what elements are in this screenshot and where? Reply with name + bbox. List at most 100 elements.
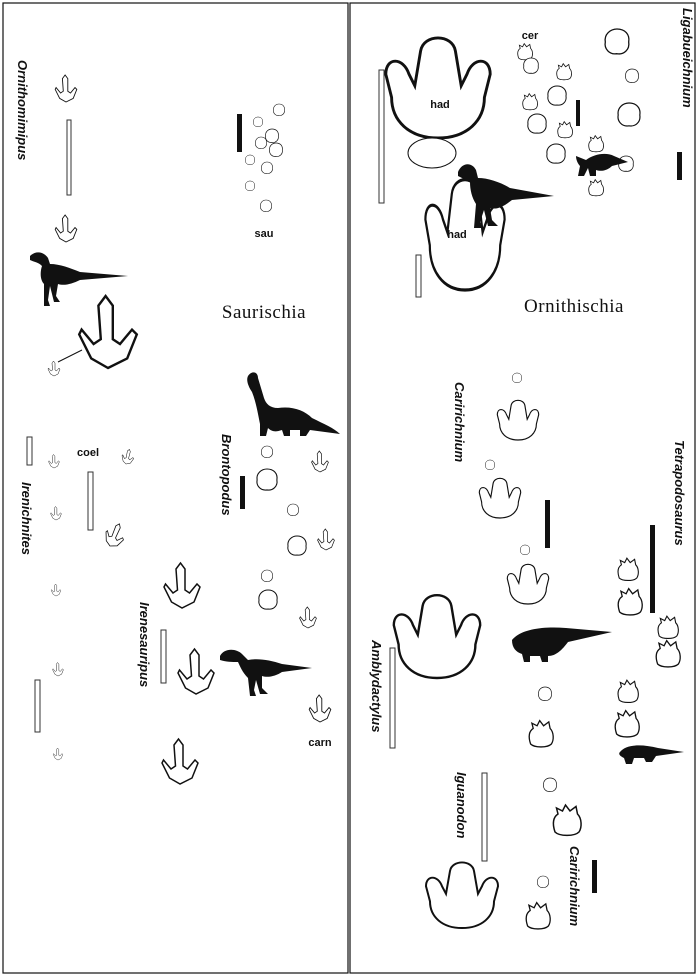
sauropod-manus-icon [262, 446, 273, 457]
ceratopsian-pes-icon [524, 58, 539, 73]
hadrosaur-footprint-icon [386, 38, 490, 138]
sauropod-manus-icon [288, 504, 299, 515]
carn-abbreviation: carn [308, 737, 332, 749]
ornithopod-manus-icon [539, 687, 552, 700]
dinosaur-silhouette-icon [619, 745, 684, 764]
theropod-footprint-icon [79, 296, 137, 368]
ornithopod-pes-icon [553, 805, 581, 835]
scale-bar-icon [390, 648, 395, 748]
scale-bar-icon [237, 114, 242, 152]
sauropod-footprint-icon [261, 200, 272, 211]
ornithopod-pes-icon [529, 721, 553, 747]
ornithopod-manus-icon [512, 373, 521, 383]
ankylosaur-pes-icon [618, 589, 642, 615]
scale-bar-icon [482, 773, 487, 861]
ornithopod-footprint-icon [497, 400, 538, 440]
sauropod-manus-icon [262, 570, 273, 581]
ornithopod-footprint-icon [394, 595, 480, 678]
dinosaur-silhouette-icon [30, 252, 128, 306]
iguanodon-label: Iguanodon [454, 772, 469, 838]
ornithopod-footprint-icon [426, 862, 498, 928]
ornithomimipus-label: Ornithomimipus [15, 60, 30, 160]
ceratopsian-manus-icon [523, 94, 538, 110]
theropod-footprint-icon [49, 455, 60, 469]
ornithomimipus-track-group [55, 75, 77, 242]
theropod-footprint-icon [101, 520, 129, 550]
sauropod-footprint-icon [256, 137, 267, 148]
right-panel-frame [350, 3, 695, 973]
scale-bar-icon [416, 255, 421, 297]
dinosaur-silhouette-icon [247, 372, 340, 436]
sauropod-pes-icon [300, 607, 317, 628]
ankylosaur-manus-icon [658, 616, 678, 638]
had-abbreviation-upper: had [430, 99, 450, 111]
scale-bar-icon [545, 500, 550, 548]
ankylosaur-pes-icon [656, 641, 680, 667]
leader-line [58, 350, 82, 362]
scale-bar-icon [677, 152, 682, 180]
caririchnium-label-lower: Caririchnium [567, 846, 582, 927]
theropod-footprint-icon [120, 448, 135, 466]
theropod-footprint-icon [53, 748, 63, 760]
hadrosaur-trackway: had had [379, 38, 505, 297]
theropod-footprint-icon [162, 739, 198, 784]
sauropod-pes-icon [259, 590, 277, 609]
scale-bar-icon [240, 476, 245, 509]
sauropod-footprint-icon [274, 104, 285, 115]
ceratopsian-pes-icon [618, 103, 640, 126]
ceratopsian-manus-icon [558, 122, 573, 138]
hadrosaur-manus-icon [408, 138, 456, 168]
scale-bar-icon [379, 70, 384, 203]
scale-bar-icon [27, 437, 32, 465]
tetrapodosaurus-trackway [615, 558, 680, 737]
sauropod-pes-icon [318, 529, 335, 550]
theropod-footprint-icon [164, 563, 200, 608]
ankylosaur-pes-icon [615, 711, 639, 737]
dinosaur-silhouette-icon [512, 628, 612, 663]
ornithopod-manus-icon [538, 876, 549, 887]
irenichnites-label: Irenichnites [19, 482, 34, 555]
ornithopod-footprint-icon [479, 478, 520, 518]
ankylosaur-manus-icon [618, 558, 638, 580]
ceratopsian-pes-icon [605, 29, 629, 54]
ornithischia-heading: Ornithischia [524, 296, 624, 317]
ornithopod-pes-icon [526, 903, 550, 929]
ceratopsian-pes-icon [547, 144, 565, 163]
theropod-footprint-icon [48, 361, 60, 376]
tetrapodosaurus-label: Tetrapodosaurus [672, 440, 687, 546]
theropod-footprint-icon [53, 663, 64, 677]
ceratopsian-manus-icon [589, 180, 604, 196]
ceratopsian-manus-icon [589, 136, 604, 152]
theropod-footprint-icon [55, 215, 77, 242]
amblydactylus-label: Amblydactylus [369, 639, 384, 732]
coel-abbreviation: coel [77, 447, 99, 459]
scale-bar-icon [88, 472, 93, 530]
brontopodus-trackway [257, 446, 334, 628]
irenesauripus-label: Irenesauripus [137, 602, 152, 687]
theropod-footprint-icon [51, 507, 62, 521]
had-abbreviation-lower: had [447, 229, 467, 241]
ornithopod-manus-icon [520, 545, 529, 555]
scale-bar-icon [35, 680, 40, 732]
scale-bar-icon [576, 100, 580, 126]
ornithopod-manus-icon [485, 460, 494, 470]
caririchnium-label-upper: Caririchnium [452, 382, 467, 463]
sauropod-footprint-icon [266, 129, 279, 142]
theropod-footprint-icon [178, 649, 214, 694]
dinosaur-silhouette-icon [220, 650, 312, 696]
ceratopsian-manus-icon [626, 69, 639, 82]
ceratopsian-pes-icon [548, 86, 566, 105]
ornithopod-footprint-icon [507, 564, 548, 604]
scale-bar-icon [67, 120, 71, 195]
ceratopsian-manus-icon [557, 64, 572, 80]
theropod-footprint-icon [309, 695, 331, 722]
ankylosaur-manus-icon [618, 680, 638, 702]
ceratopsian-pes-icon [528, 114, 546, 133]
brontopodus-label: Brontopodus [219, 434, 234, 516]
scale-bar-icon [161, 630, 166, 683]
sauropod-pes-icon [312, 451, 329, 472]
sauropod-pes-icon [288, 536, 306, 555]
theropod-footprint-icon [55, 75, 77, 102]
